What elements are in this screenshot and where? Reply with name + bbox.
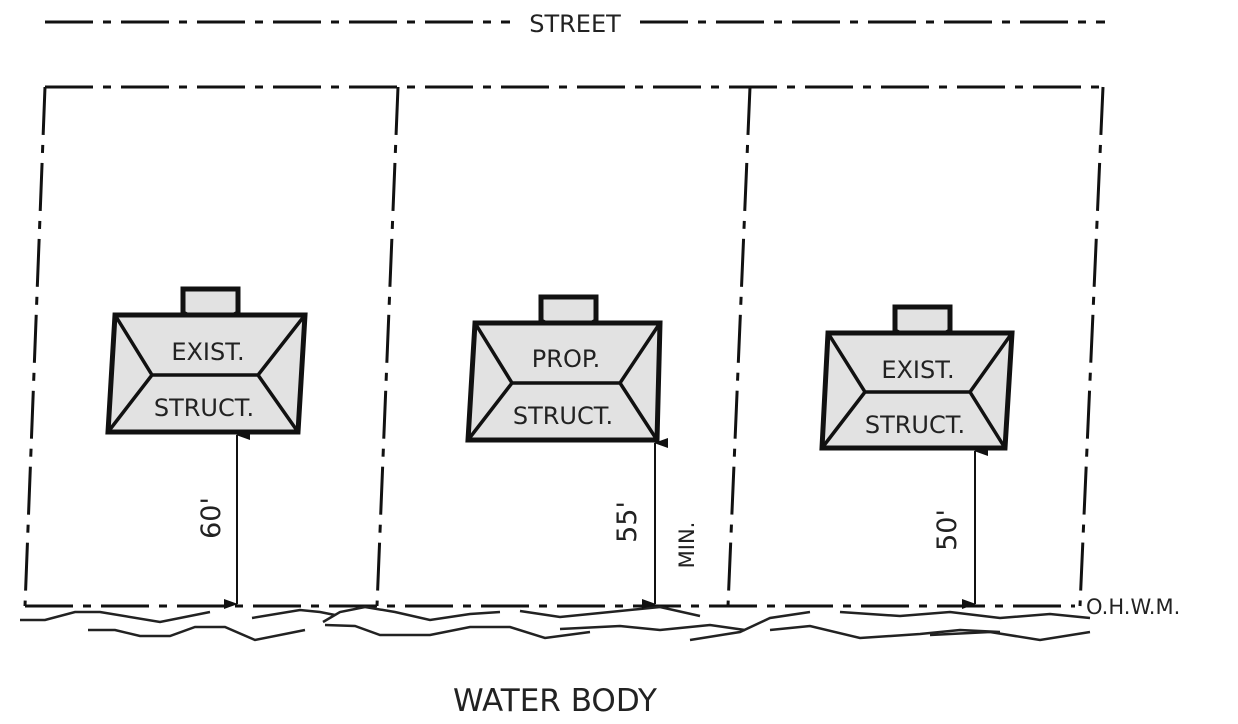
wave xyxy=(689,610,811,642)
wave xyxy=(20,610,211,624)
proposed-structure: PROP. STRUCT. xyxy=(465,294,663,443)
wave xyxy=(251,608,336,620)
roof-lines xyxy=(106,313,307,434)
setback-label: 55' xyxy=(612,501,643,543)
side-lot-line xyxy=(375,86,400,607)
wave xyxy=(839,610,1091,620)
lot-lines xyxy=(23,85,1105,608)
structure-label: STRUCT. xyxy=(154,394,254,422)
ohwm-label: O.H.W.M. xyxy=(1086,595,1180,619)
side-lot-line xyxy=(23,86,47,607)
wave xyxy=(769,624,1001,640)
street: STREET xyxy=(45,10,1105,38)
existing-structure-left: EXIST. STRUCT. xyxy=(105,286,308,435)
wave xyxy=(559,623,746,632)
structure-label: EXIST. xyxy=(171,338,244,366)
minimum-note: MIN. xyxy=(675,522,699,569)
wave xyxy=(324,623,591,640)
water-body-label: WATER BODY xyxy=(453,683,657,719)
structure-label: STRUCT. xyxy=(865,411,965,439)
roof-lines xyxy=(466,322,662,442)
structure-label: STRUCT. xyxy=(513,402,613,430)
setback-label: 50' xyxy=(932,509,963,551)
side-lot-line xyxy=(1078,86,1105,607)
setback-label: 60' xyxy=(196,497,227,539)
water-waves xyxy=(20,605,1091,642)
structure-label: PROP. xyxy=(532,345,600,373)
wave xyxy=(322,605,501,624)
wave xyxy=(929,630,1091,642)
roof-lines xyxy=(820,331,1014,450)
structure-label: EXIST. xyxy=(881,356,954,384)
wave xyxy=(88,625,306,642)
wave xyxy=(519,605,701,619)
side-lot-line xyxy=(726,86,752,607)
street-label: STREET xyxy=(529,10,621,38)
existing-structure-right: EXIST. STRUCT. xyxy=(819,304,1015,451)
